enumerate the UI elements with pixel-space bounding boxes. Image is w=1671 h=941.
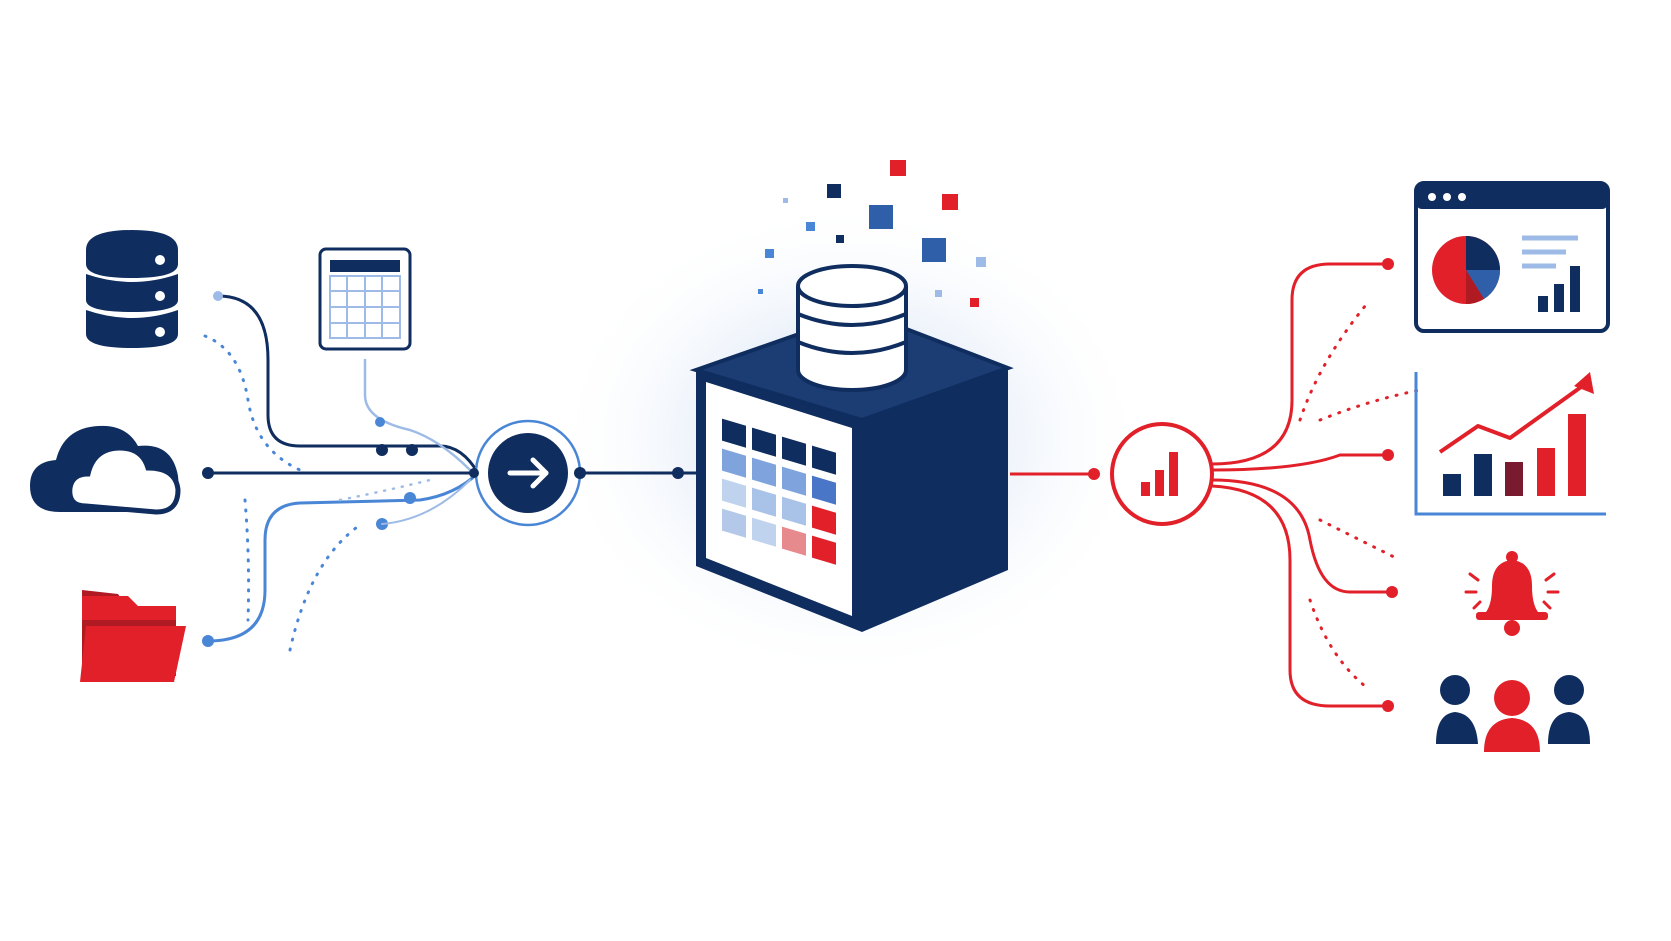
alert-bell-icon — [1464, 551, 1560, 636]
spreadsheet-icon — [318, 247, 412, 351]
trend-chart-icon — [1414, 372, 1606, 516]
team-users-icon — [1436, 675, 1590, 752]
ingest-node — [469, 419, 582, 527]
folder-icon — [80, 590, 186, 682]
database-icon — [86, 230, 178, 348]
data-warehouse-cube-icon — [689, 264, 1014, 632]
output-node — [1110, 422, 1214, 526]
output-connectors — [1210, 258, 1422, 712]
data-particles — [758, 160, 986, 307]
source-connectors — [202, 291, 480, 652]
hub-database-icon — [796, 264, 908, 392]
bar-chart-icon — [1141, 452, 1178, 496]
arrow-right-icon — [507, 457, 549, 489]
hub-data-grid — [722, 418, 836, 565]
dashboard-window-icon — [1414, 181, 1610, 333]
cloud-icon — [30, 425, 181, 515]
